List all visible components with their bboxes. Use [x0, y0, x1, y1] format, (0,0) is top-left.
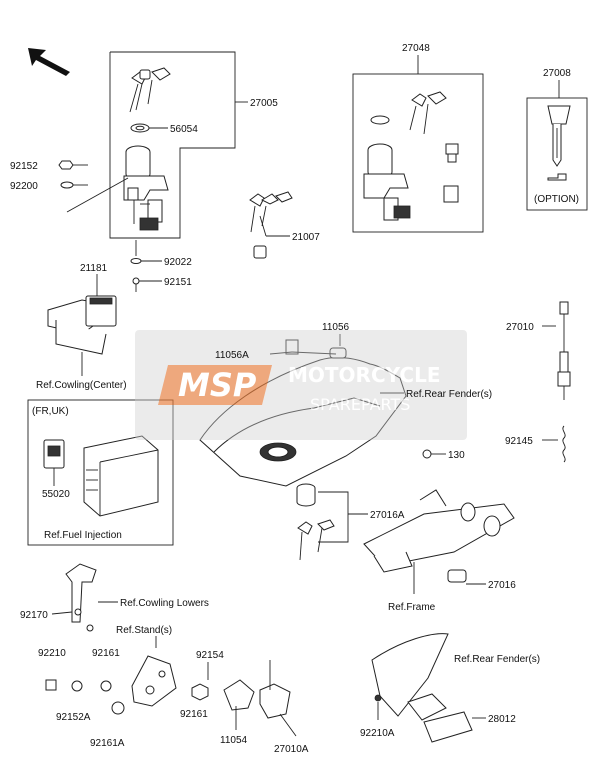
bracket-27005	[58, 51, 248, 292]
label-92170: 92170	[20, 610, 48, 621]
label-55020: 55020	[42, 489, 70, 500]
key-set-21007	[249, 191, 293, 259]
sensor-21181	[47, 274, 117, 376]
label-92161-a: 92161	[92, 648, 120, 659]
washer-92022	[130, 258, 142, 264]
stand-switch-parts	[45, 636, 297, 737]
label-ref-rear-fender-2: Ref.Rear Fender(s)	[454, 654, 540, 665]
label-ref-cowling-lowers: Ref.Cowling Lowers	[120, 598, 209, 609]
rear-fender-light	[371, 633, 486, 743]
label-92022: 92022	[164, 257, 192, 268]
label-ref-stands: Ref.Stand(s)	[116, 625, 172, 636]
label-27048: 27048	[402, 43, 430, 54]
label-27016: 27016	[488, 580, 516, 591]
label-92145: 92145	[505, 436, 533, 447]
label-92154: 92154	[196, 650, 224, 661]
washer-92200	[60, 181, 74, 189]
watermark-logo: MSP MOTORCYCLE SPAREPARTS	[135, 330, 467, 440]
label-92210: 92210	[38, 648, 66, 659]
lock-27016a	[296, 483, 368, 561]
cable-27010	[542, 301, 571, 463]
label-21007: 21007	[292, 232, 320, 243]
label-ref-fuel-injection: Ref.Fuel Injection	[44, 530, 122, 541]
label-fr-uk: (FR,UK)	[32, 406, 69, 417]
fr-uk-box	[27, 399, 174, 546]
label-92152: 92152	[10, 161, 38, 172]
label-27008: 27008	[543, 68, 571, 79]
label-56054: 56054	[170, 124, 198, 135]
nut-92152	[58, 160, 74, 170]
frame-bracket	[363, 449, 515, 594]
label-27010: 27010	[506, 322, 534, 333]
label-11056: 11056	[322, 322, 350, 333]
bracket-27048	[352, 55, 484, 233]
label-27016a: 27016A	[370, 510, 405, 521]
key-icon	[129, 67, 171, 113]
label-21181: 21181	[80, 263, 108, 274]
rear-cowling	[199, 334, 407, 487]
bolt-92151	[132, 277, 140, 285]
label-ref-frame: Ref.Frame	[388, 602, 436, 613]
label-11056a: 11056A	[215, 350, 249, 361]
ignition-switch-icon	[123, 145, 169, 231]
label-27010a: 27010A	[274, 744, 309, 755]
label-ref-cowling-center: Ref.Cowling(Center)	[36, 380, 127, 391]
label-28012: 28012	[488, 714, 516, 725]
label-option: (OPTION)	[534, 194, 579, 205]
label-27005: 27005	[250, 98, 278, 109]
watermark-line1: MOTORCYCLE	[288, 363, 440, 387]
label-92151: 92151	[164, 277, 192, 288]
label-92152a: 92152A	[56, 712, 91, 723]
option-key-27008	[526, 80, 588, 211]
label-92161-b: 92161	[180, 709, 208, 720]
watermark-logo-text: MSP	[178, 366, 257, 404]
watermark-line2: SPAREPARTS	[310, 395, 410, 414]
label-130: 130	[448, 450, 465, 461]
label-ref-rear-fender-1: Ref.Rear Fender(s)	[406, 389, 492, 400]
label-92210a: 92210A	[360, 728, 395, 739]
label-92161a: 92161A	[90, 738, 125, 749]
label-92200: 92200	[10, 181, 38, 192]
front-direction-arrow	[28, 48, 70, 76]
cowling-lowers-bracket	[51, 563, 118, 632]
label-11054: 11054	[220, 735, 248, 746]
key-icon	[547, 105, 571, 125]
